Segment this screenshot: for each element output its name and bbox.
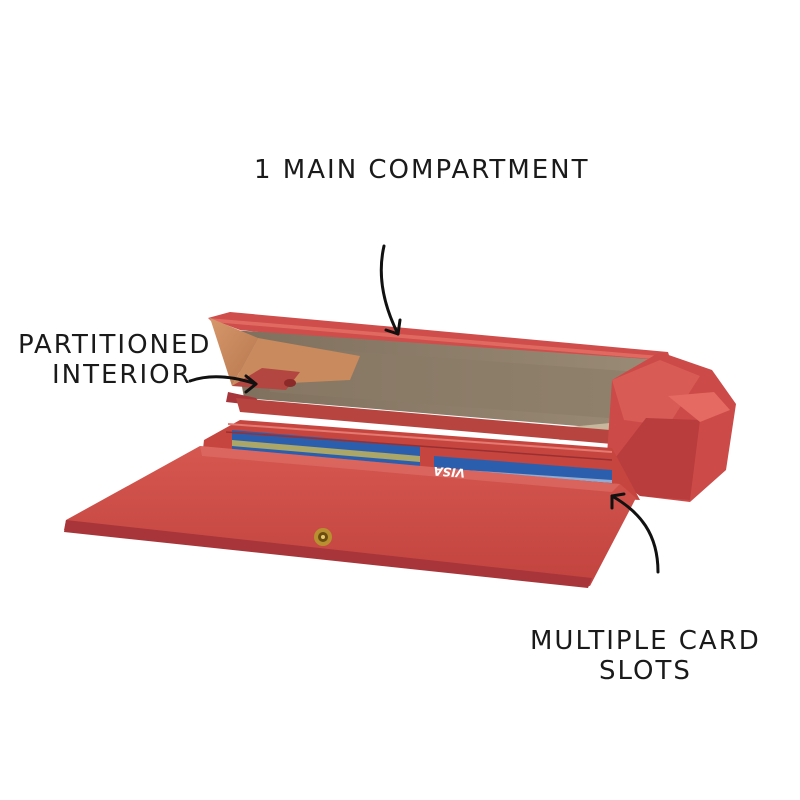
card-slots-line1: MULTIPLE CARD (530, 626, 761, 656)
partitioned-interior-line1: PARTITIONED (18, 330, 212, 360)
partitioned-interior (210, 318, 612, 444)
card-slots-line2: SLOTS (598, 655, 692, 686)
right-gusset (606, 352, 736, 502)
arrow-icon (379, 244, 400, 336)
partitioned-interior-label: PARTITIONED INTERIOR (18, 330, 212, 391)
card-brand-label: VISA (433, 464, 466, 480)
partitioned-interior-line2: INTERIOR (52, 359, 192, 390)
card-slots-label: MULTIPLE CARD SLOTS (530, 626, 761, 687)
arrow-icon (610, 494, 660, 574)
main-compartment-label: 1 MAIN COMPARTMENT (254, 155, 590, 185)
arrow-icon (188, 375, 258, 386)
front-flap (64, 446, 636, 588)
clasp-icon (314, 528, 332, 546)
